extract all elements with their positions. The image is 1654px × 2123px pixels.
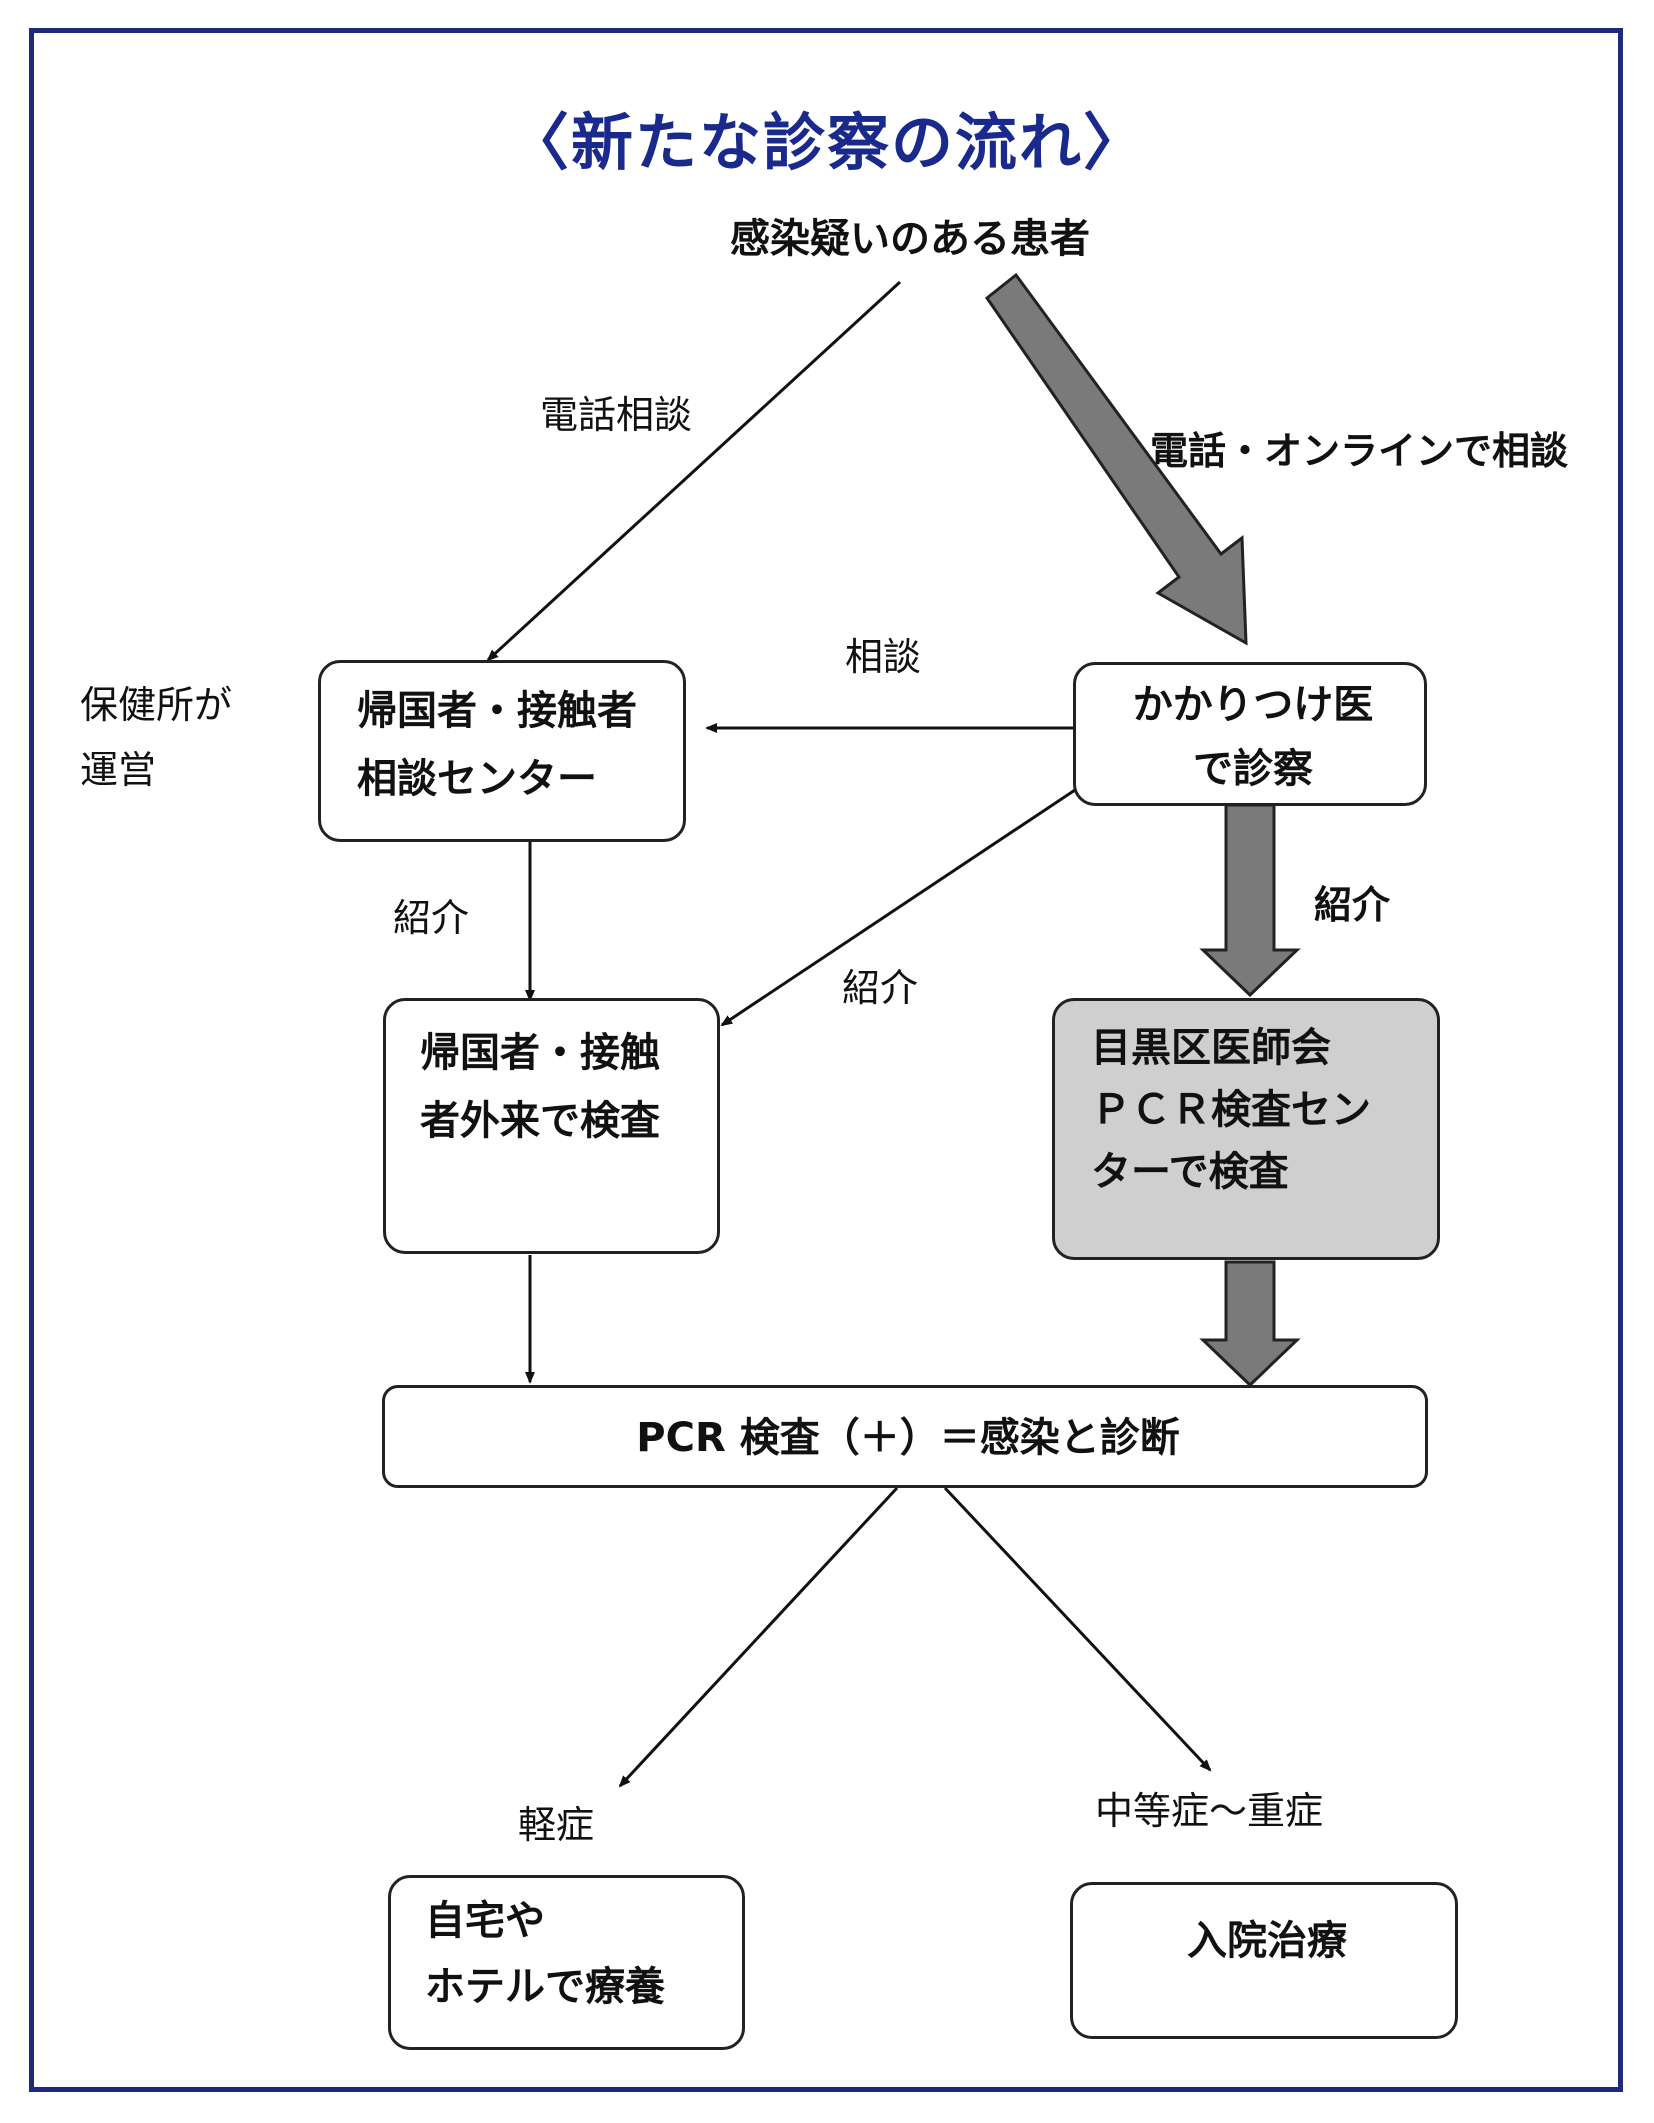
diagram-title: 〈新たな診察の流れ〉 — [506, 106, 1147, 179]
edge-label-moderate-severe: 中等症〜重症 — [1095, 1789, 1324, 1833]
arrow-diagnosis-to-severe — [943, 1486, 1212, 1772]
outpatient-line-1: 帰国者・接触 — [420, 1030, 660, 1076]
family-doctor-line-2: で診察 — [1193, 746, 1313, 792]
pcr-center-line-1: 目黒区医師会 — [1091, 1025, 1331, 1071]
arrow-patient-to-consult-center — [486, 280, 902, 662]
big-arrow-patient-to-doctor — [984, 272, 1248, 646]
diagnosis-label: PCR 検査（＋）＝感染と診断 — [636, 1415, 1180, 1461]
edge-label-phone-consult: 電話相談 — [540, 393, 693, 437]
outpatient-line-2: 者外来で検査 — [420, 1098, 660, 1144]
side-note-line-2: 運営 — [80, 748, 157, 793]
edge-label-referral-middle: 紹介 — [842, 966, 919, 1010]
box-outpatient: 帰国者・接触 者外来で検査 — [383, 998, 720, 1254]
box-family-doctor: かかりつけ医 で診察 — [1073, 662, 1427, 806]
arrow-doctor-to-outpatient — [720, 788, 1076, 1027]
suspected-patient-label: 感染疑いのある患者 — [730, 216, 1090, 262]
family-doctor-line-1: かかりつけ医 — [1132, 682, 1374, 728]
box-consult-center: 帰国者・接触者 相談センター — [318, 660, 686, 842]
box-hospital: 入院治療 — [1070, 1882, 1458, 2039]
side-note-health-center: 保健所が 運営 — [80, 680, 232, 797]
consult-center-line-1: 帰国者・接触者 — [357, 688, 637, 734]
pcr-center-line-2: ＰＣＲ検査セン — [1091, 1087, 1371, 1133]
edge-label-consult: 相談 — [845, 635, 922, 679]
page-frame — [29, 28, 1623, 2092]
edge-label-referral-left: 紹介 — [393, 896, 470, 940]
home-hotel-line-1: 自宅や — [425, 1898, 545, 1944]
big-arrow-doctor-to-pcr-center — [1199, 803, 1301, 998]
edge-label-referral-right: 紹介 — [1314, 883, 1391, 927]
side-note-line-1: 保健所が — [80, 683, 233, 727]
edge-label-phone-online-consult: 電話・オンラインで相談 — [1150, 429, 1569, 473]
hospital-label: 入院治療 — [1187, 1918, 1347, 1964]
box-diagnosis: PCR 検査（＋）＝感染と診断 — [382, 1385, 1428, 1488]
home-hotel-line-2: ホテルで療養 — [425, 1964, 665, 2010]
box-pcr-center: 目黒区医師会 ＰＣＲ検査セン ターで検査 — [1052, 998, 1440, 1260]
big-arrow-pcr-center-to-diagnosis — [1199, 1260, 1301, 1388]
consult-center-line-2: 相談センター — [357, 756, 597, 802]
box-home-hotel: 自宅や ホテルで療養 — [388, 1875, 745, 2050]
arrow-diagnosis-to-mild — [618, 1486, 899, 1788]
pcr-center-line-3: ターで検査 — [1091, 1149, 1289, 1195]
edge-label-mild: 軽症 — [518, 1803, 595, 1847]
